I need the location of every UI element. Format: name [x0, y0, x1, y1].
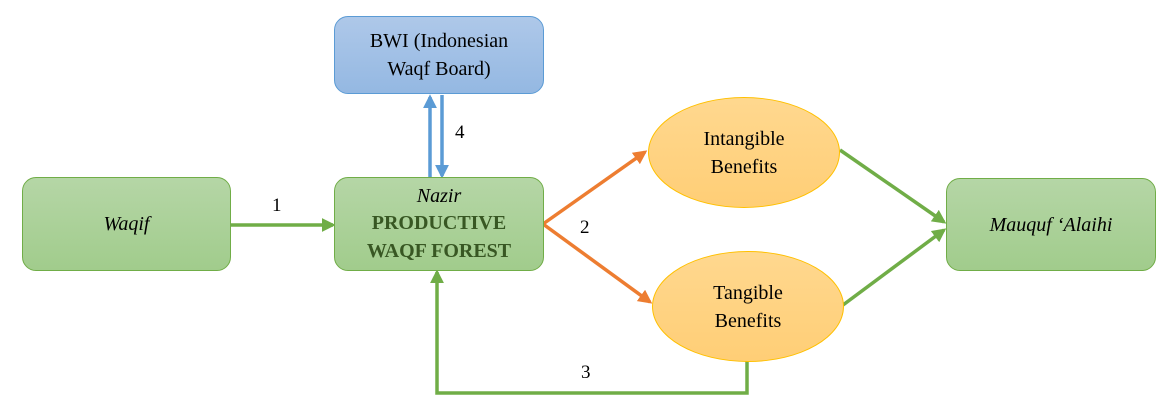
- intangible-benefits-node[interactable]: Intangible Benefits: [648, 97, 840, 208]
- waqif-label: Waqif: [103, 213, 150, 235]
- edge-label-3: 3: [581, 362, 591, 383]
- nazir-node[interactable]: Nazir PRODUCTIVE WAQF FOREST: [334, 177, 544, 271]
- mauquf-alaihi-label: Mauquf ‘Alaihi: [989, 213, 1113, 236]
- arrow-tangible-to-nazir-loop: [430, 269, 749, 395]
- tangible-label-line1: Tangible: [713, 281, 783, 304]
- bwi-label-line1: BWI (Indonesian: [369, 30, 509, 52]
- edge-label-2: 2: [580, 217, 590, 238]
- arrow-nazir-to-intangible: [541, 150, 648, 226]
- tangible-label-line2: Benefits: [714, 309, 782, 332]
- nazir-title-line1: PRODUCTIVE: [371, 212, 507, 234]
- nazir-role-label: Nazir: [416, 185, 462, 207]
- bwi-label-line2: Waqf Board): [387, 58, 491, 80]
- arrow-intangible-to-mauquf: [839, 148, 947, 224]
- nazir-title-line2: WAQF FOREST: [366, 240, 512, 262]
- tangible-benefits-node[interactable]: Tangible Benefits: [652, 251, 844, 362]
- intangible-label-line1: Intangible: [703, 127, 785, 150]
- edge-label-1: 1: [272, 195, 282, 216]
- waqif-node[interactable]: Waqif: [22, 177, 231, 271]
- mauquf-alaihi-node[interactable]: Mauquf ‘Alaihi: [946, 178, 1156, 271]
- arrow-nazir-to-tangible: [541, 222, 653, 304]
- intangible-label-line2: Benefits: [710, 155, 778, 178]
- arrow-tangible-to-mauquf: [841, 228, 947, 307]
- bwi-node[interactable]: BWI (Indonesian Waqf Board): [334, 16, 544, 94]
- edge-label-4: 4: [455, 122, 465, 143]
